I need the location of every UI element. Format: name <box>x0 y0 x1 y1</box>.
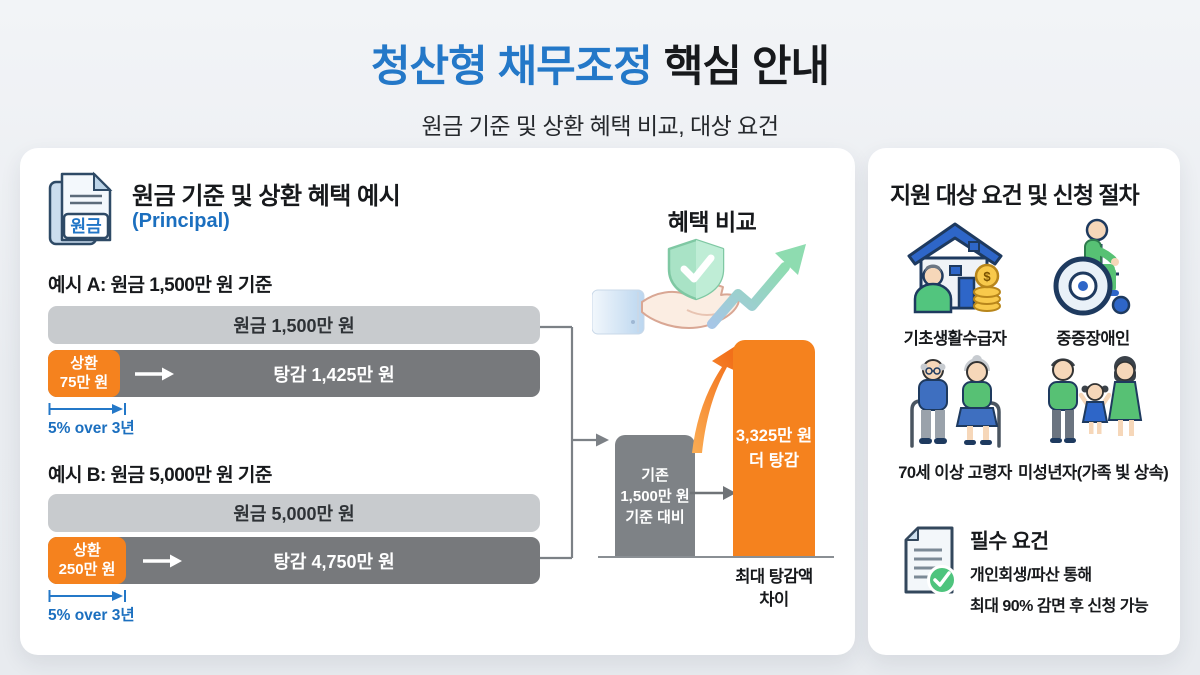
repay-amount: 250만 원 <box>58 560 116 578</box>
bracket-connector <box>535 318 625 568</box>
example-a-term-label: 5% over 3년 <box>48 420 135 437</box>
rising-arrow-icon <box>682 341 740 453</box>
left-card-title: 원금 기준 및 상환 혜택 예시 <box>132 183 401 210</box>
doc-icon-label: 원금 <box>70 217 102 236</box>
eligibility-item-disabled: 중증장애인 <box>1018 218 1168 349</box>
house-with-coins-icon: $ <box>880 218 1030 316</box>
left-card-subtitle-en: (Principal) <box>132 210 230 232</box>
right-arrow-icon <box>142 553 182 569</box>
principal-document-icon: 원금 <box>46 170 120 255</box>
wheelchair-user-icon <box>1018 218 1168 316</box>
family-icon <box>1018 352 1168 450</box>
example-b-principal-bar: 원금 5,000만 원 <box>48 494 540 532</box>
gain-bar-line: 3,325만 원 <box>735 427 813 446</box>
eligibility-item-minor: 미성년자(가족 빛 상속) <box>1018 352 1169 483</box>
eligibility-card: 지원 대상 요건 및 신청 절차 $ <box>868 148 1180 655</box>
chart-axis-label: 최대 탕감액 차이 <box>688 566 860 612</box>
page-subtitle: 원금 기준 및 상환 혜택 비교, 대상 요건 <box>421 113 779 139</box>
baseline-bar-line: 기존 <box>641 467 669 484</box>
eligibility-label: 미성년자(가족 빛 상속) <box>1018 464 1169 482</box>
svg-text:$: $ <box>983 269 991 284</box>
example-b-term-label: 5% over 3년 <box>48 607 135 624</box>
page-title-rest: 핵심 안내 <box>663 43 830 91</box>
baseline-bar: 기존 1,500만 원 기준 대비 <box>615 435 695 558</box>
axis-label-line: 차이 <box>759 591 789 610</box>
eligibility-label: 기초생활수급자 <box>903 330 1007 348</box>
example-a-forgiven-bar: 탕감 1,425만 원 <box>48 350 540 397</box>
elderly-couple-icon <box>880 352 1030 450</box>
repay-amount: 75만 원 <box>59 373 109 391</box>
example-b-repay-box: 상환 250만 원 <box>48 537 126 584</box>
right-arrow-icon <box>134 366 174 382</box>
example-b-principal-label: 원금 5,000만 원 <box>233 504 355 524</box>
example-a-principal-label: 원금 1,500만 원 <box>233 316 355 336</box>
repay-title: 상환 <box>73 541 101 559</box>
chart-baseline <box>598 556 834 558</box>
benefit-example-card: 원금 원금 기준 및 상환 혜택 예시 (Principal) 예시 A: 원금… <box>20 148 855 655</box>
example-a-principal-bar: 원금 1,500만 원 <box>48 306 540 344</box>
hand-shield-growth-illustration <box>591 236 817 348</box>
eligibility-label: 중증장애인 <box>1056 330 1130 348</box>
checked-document-icon <box>898 524 960 600</box>
eligibility-label: 70세 이상 고령자 <box>898 464 1012 482</box>
comparison-title: 혜택 비교 <box>667 209 757 235</box>
baseline-bar-line: 기준 대비 <box>625 509 685 526</box>
requirement-line: 개인회생/파산 통해 <box>970 567 1092 584</box>
example-a-forgiven-label: 탕감 1,425만 원 <box>273 364 395 385</box>
requirement-block: 필수 요건 개인회생/파산 통해 최대 90% 감면 후 신청 가능 <box>970 524 1149 616</box>
eligibility-item-senior: 70세 이상 고령자 <box>880 352 1030 483</box>
right-card-title: 지원 대상 요건 및 신청 절차 <box>890 182 1140 208</box>
comparison-arrow-icon <box>688 479 738 507</box>
example-b-heading: 예시 B: 원금 5,000만 원 기준 <box>48 465 272 486</box>
baseline-bar-line: 1,500만 원 <box>620 488 690 505</box>
example-b-forgiven-bar: 탕감 4,750만 원 <box>48 537 540 584</box>
example-a-repay-box: 상환 75만 원 <box>48 350 120 397</box>
requirement-line: 최대 90% 감면 후 신청 가능 <box>970 598 1149 615</box>
term-measure-arrow <box>48 589 128 603</box>
example-a-heading: 예시 A: 원금 1,500만 원 기준 <box>48 275 272 296</box>
page-title-accent: 청산형 채무조정 <box>370 43 653 91</box>
gain-bar-line: 더 탕감 <box>748 452 800 470</box>
gain-bar: 3,325만 원 더 탕감 <box>733 340 815 558</box>
repay-title: 상환 <box>70 354 98 372</box>
example-b-repay-row: 탕감 4,750만 원 상환 250만 원 <box>48 537 540 584</box>
requirement-title: 필수 요건 <box>970 530 1049 553</box>
term-measure-arrow <box>48 402 128 416</box>
eligibility-item-basic-livelihood: $ 기초생활수급자 <box>880 218 1030 349</box>
axis-label-line: 최대 탕감액 <box>735 568 813 586</box>
example-b-forgiven-label: 탕감 4,750만 원 <box>273 551 395 572</box>
example-a-repay-row: 탕감 1,425만 원 상환 75만 원 <box>48 350 540 397</box>
